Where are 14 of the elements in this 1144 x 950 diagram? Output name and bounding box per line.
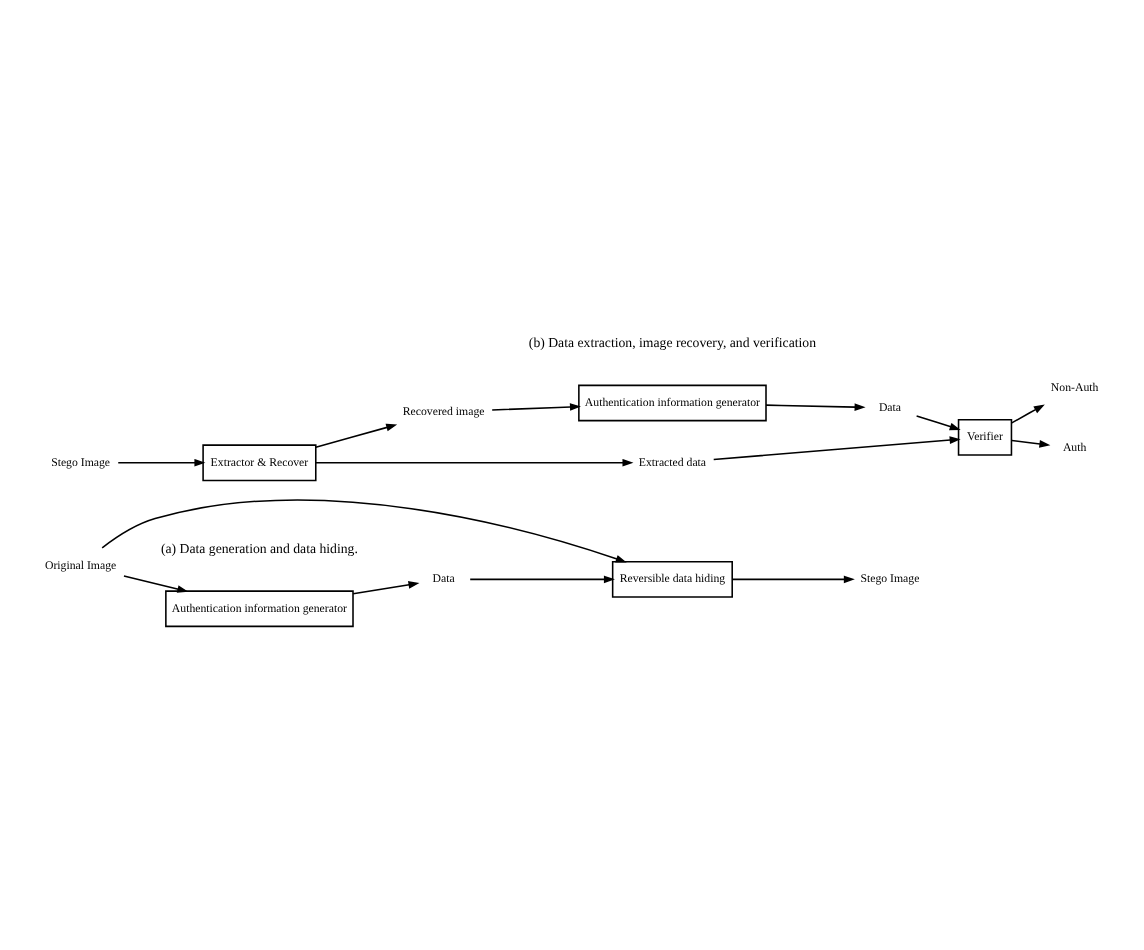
arrow — [469, 574, 615, 583]
arrow — [731, 574, 855, 583]
arrow — [765, 402, 866, 410]
arrow — [712, 435, 961, 460]
arrow — [1011, 438, 1051, 447]
arrow — [491, 402, 581, 410]
arrow — [915, 414, 961, 430]
arrow — [315, 457, 634, 466]
arrow — [101, 498, 627, 562]
arrow — [352, 580, 420, 594]
arrow — [117, 457, 206, 466]
arrow — [123, 574, 189, 592]
arrow — [1011, 403, 1045, 423]
arrow — [315, 422, 398, 448]
